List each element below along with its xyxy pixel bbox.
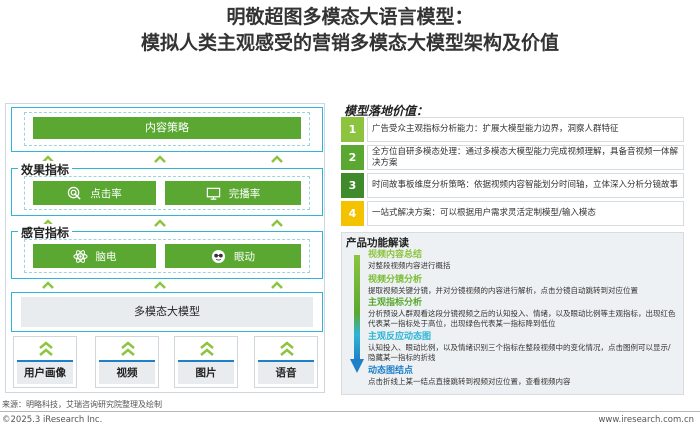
chevron-up-icon [270, 217, 284, 231]
feature-heading: 主观指标分析 [368, 298, 423, 308]
footer-divider [0, 411, 700, 412]
feature-heading: 视频分镜分析 [368, 275, 423, 285]
value-num: 2 [341, 145, 364, 170]
feature-item: 视频分镜分析 提取视频关键分镜，并对分镜视频的内容进行解析，点击分镜自动跳转到对… [368, 275, 677, 296]
content-strategy-bar: 内容策略 [33, 117, 301, 139]
feature-desc: 点击折线上某一结点直接跳转到视频对应位置，查看视频内容 [368, 377, 571, 386]
value-num: 1 [341, 117, 364, 142]
eeg-tile: 脑电 [33, 244, 156, 268]
completion-rate-label: 完播率 [228, 187, 261, 200]
value-row: 2 全方位自研多模态处理：通过多模态大模型能力完成视频理解，具备音视频一体解决方… [341, 145, 684, 170]
model-bar: 多模态大模型 [21, 297, 313, 327]
chevron-up-icon [153, 279, 167, 293]
sensory-metrics-label: 感官指标 [18, 224, 73, 241]
value-num: 3 [341, 173, 364, 198]
chevron-up-icon [270, 153, 284, 167]
value-text: 全方位自研多模态处理：通过多模态大模型能力完成视频理解，具备音视频一体解决方案 [367, 145, 684, 170]
ctr-label: 点击率 [90, 187, 122, 200]
sensory-metrics-inner [24, 239, 310, 273]
feature-item: 视频内容总结 对整段视频内容进行概括 [368, 250, 677, 271]
chevron-up-icon [270, 279, 284, 293]
input-user-profile: 用户画像 [13, 336, 77, 388]
features-box: 产品功能解读 视频内容总结 对整段视频内容进行概括 视频分镜分析 提取视频关键分… [341, 232, 684, 395]
glasses-face-icon [211, 249, 226, 263]
value-text: 时间故事板维度分析策略：依据视频内容智能划分时间轴，立体深入分析分镜故事 [367, 173, 684, 198]
input-image-label: 图片 [178, 362, 234, 384]
feature-item: 主观指标分析 分析预设人群观看这段分镜视频之后的认知投入、情绪，以及眼动比例等主… [368, 298, 677, 329]
value-text: 广告受众主观指标分析能力：扩展大模型能力边界，洞察人群特征 [367, 117, 684, 142]
source-note: 来源：明略科技，艾瑞咨询研究院整理及绘制 [2, 400, 162, 409]
value-row: 3 时间故事板维度分析策略：依据视频内容智能划分时间轴，立体深入分析分镜故事 [341, 173, 684, 198]
feature-item: 动态图结点 点击折线上某一结点直接跳转到视频对应位置，查看视频内容 [368, 366, 677, 387]
chevron-up-icon [41, 279, 55, 293]
value-title: 模型落地价值： [344, 104, 429, 118]
feature-heading: 主观反应动态图 [368, 332, 432, 342]
chevron-up-icon [41, 153, 55, 167]
value-row: 4 一站式解决方案：可以根据用户需求灵活定制模型/输入模态 [341, 201, 684, 226]
input-audio: 语音 [254, 336, 318, 388]
feature-item: 主观反应动态图 认知投入、眼动比例，以及情绪识别三个指标在整段视频中的变化情况，… [368, 332, 677, 363]
eye-tracking-tile: 眼动 [165, 244, 301, 268]
value-text: 一站式解决方案：可以根据用户需求灵活定制模型/输入模态 [367, 201, 684, 226]
title-line-1: 明敬超图多模态大语言模型： [226, 6, 474, 28]
page-title: 明敬超图多模态大语言模型： 模拟人类主观感受的营销多模态大模型架构及价值 [0, 4, 700, 56]
feature-desc: 分析预设人群观看这段分镜视频之后的认知投入、情绪，以及眼动比例等主观指标，出现红… [368, 309, 676, 328]
features-title: 产品功能解读 [346, 237, 409, 249]
eeg-label: 脑电 [95, 250, 117, 263]
feature-heading: 视频内容总结 [368, 250, 423, 260]
content-strategy-inner [24, 112, 310, 146]
input-image: 图片 [174, 336, 238, 388]
value-row: 1 广告受众主观指标分析能力：扩展大模型能力边界，洞察人群特征 [341, 117, 684, 142]
eye-tracking-label: 眼动 [234, 250, 255, 263]
video-screen-icon [206, 187, 220, 200]
input-video-label: 视频 [99, 362, 155, 384]
architecture-frame [5, 103, 325, 393]
feature-heading: 动态图结点 [368, 366, 414, 376]
feature-desc: 认知投入、眼动比例，以及情绪识别三个指标在整段视频中的变化情况，点击图例可以显示… [368, 343, 671, 362]
completion-rate-tile: 完播率 [165, 181, 301, 205]
chevron-up-icon [153, 153, 167, 167]
atom-icon [72, 249, 88, 263]
value-num: 4 [341, 201, 364, 226]
copyright: ©2025.3 iResearch Inc. [2, 415, 103, 425]
ctr-tile: 点击率 [33, 181, 156, 205]
input-video: 视频 [95, 336, 159, 388]
effect-metrics-inner [24, 176, 310, 210]
website: www.iresearch.com.cn [598, 415, 694, 425]
input-audio-label: 语音 [258, 362, 314, 384]
chevron-up-icon [153, 217, 167, 231]
gradient-arrow-icon [350, 255, 364, 373]
effect-metrics-label: 效果指标 [18, 161, 73, 178]
click-icon [68, 186, 81, 200]
feature-desc: 对整段视频内容进行概括 [368, 261, 451, 270]
title-line-2: 模拟人类主观感受的营销多模态大模型架构及价值 [140, 32, 559, 54]
feature-desc: 提取视频关键分镜，并对分镜视频的内容进行解析，点击分镜自动跳转到对应位置 [368, 286, 638, 295]
input-user-profile-label: 用户画像 [17, 362, 73, 384]
